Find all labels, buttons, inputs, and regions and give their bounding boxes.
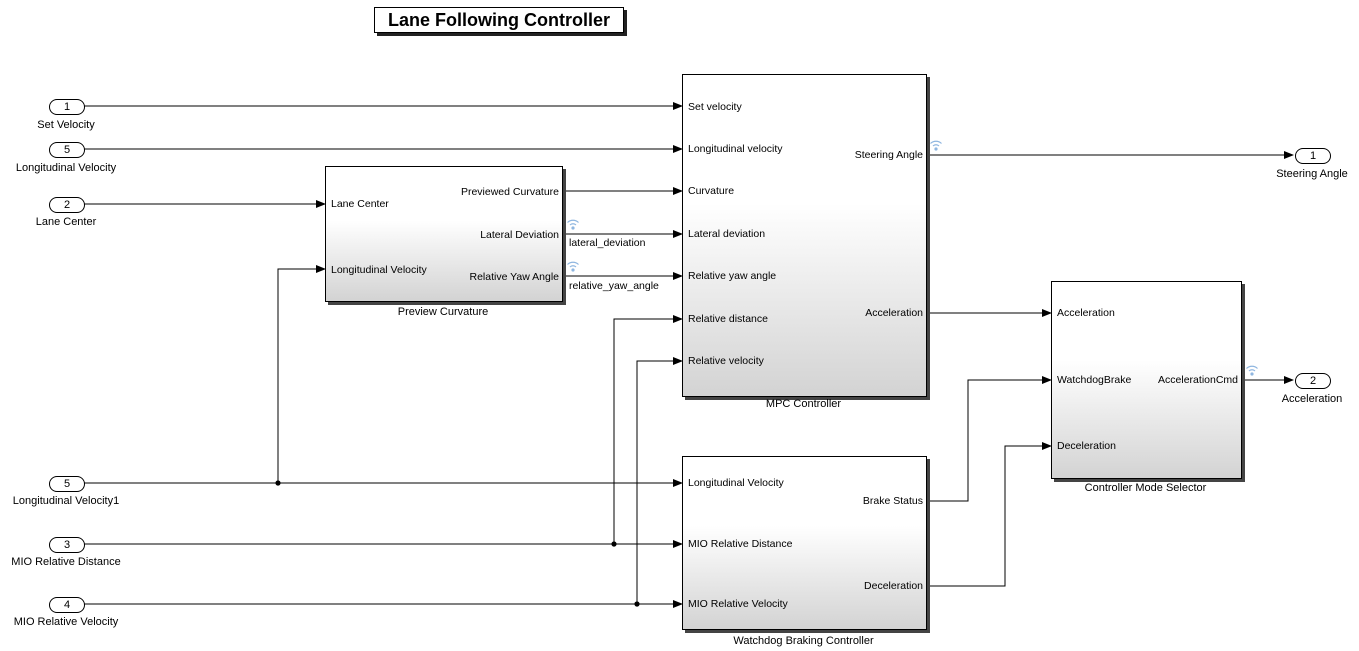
wire-branch-relative-distance[interactable] [613,315,683,544]
port-longitudinal-velocity: Longitudinal velocity [688,143,783,155]
block-name-controller-mode-selector: Controller Mode Selector [1084,482,1207,494]
inport-label: Lane Center [35,216,97,228]
watchdog-braking-controller-block[interactable]: Longitudinal Velocity MIO Relative Dista… [682,456,927,630]
port-deceleration: Deceleration [864,580,923,592]
port-lateral-deviation: Lateral Deviation [480,229,559,241]
wire-branch-to-preview[interactable] [277,265,326,483]
signal-logging-icon[interactable] [930,140,942,151]
inport-longitudinal-velocity[interactable]: 5 [49,142,85,158]
port-curvature: Curvature [688,185,735,197]
inport-label: Set Velocity [37,119,95,131]
wire-deceleration[interactable] [926,442,1052,587]
port-acceleration: Acceleration [1057,307,1115,319]
inport-label: Longitudinal Velocity1 [12,495,120,507]
inport-longitudinal-velocity1[interactable]: 5 [49,476,85,492]
port-relative-yaw-angle: Relative yaw angle [688,270,777,282]
controller-mode-selector-block[interactable]: Acceleration WatchdogBrake Deceleration … [1051,281,1242,479]
signal-logging-icon[interactable] [1246,365,1258,376]
port-longitudinal-velocity: Longitudinal Velocity [688,477,784,489]
signal-logging-icon[interactable] [567,219,579,230]
inport-label: MIO Relative Velocity [13,616,119,628]
inport-mio-relative-velocity[interactable]: 4 [49,597,85,613]
inport-label: Longitudinal Velocity [15,162,117,174]
port-acceleration: Acceleration [865,307,923,319]
branch-dot [634,601,640,607]
outport-label: Steering Angle [1276,168,1348,180]
port-relative-velocity: Relative velocity [688,355,764,367]
inport-label: MIO Relative Distance [11,556,121,568]
branch-dot [275,480,281,486]
block-name-preview-curvature: Preview Curvature [397,306,489,318]
port-lateral-deviation: Lateral deviation [688,228,766,240]
port-mio-relative-distance: MIO Relative Distance [688,538,793,550]
wire-branch-relative-velocity[interactable] [636,357,683,604]
port-mio-relative-velocity: MIO Relative Velocity [688,598,788,610]
port-relative-distance: Relative distance [688,313,768,325]
block-name-watchdog-braking-controller: Watchdog Braking Controller [733,635,874,647]
port-longitudinal-velocity: Longitudinal Velocity [331,264,427,276]
port-brake-status: Brake Status [862,495,923,507]
port-previewed-curvature: Previewed Curvature [460,186,559,198]
port-set-velocity: Set velocity [688,101,742,113]
port-relative-yaw-angle: Relative Yaw Angle [469,271,559,283]
branch-dot [611,541,617,547]
outport-acceleration[interactable]: 2 [1295,373,1331,389]
outport-label: Acceleration [1281,393,1343,405]
diagram-title: Lane Following Controller [374,7,624,33]
port-lane-center: Lane Center [331,198,389,210]
signal-logging-icon[interactable] [567,261,579,272]
preview-curvature-block[interactable]: Lane Center Longitudinal Velocity Previe… [325,166,563,302]
port-acceleration-cmd: AccelerationCmd [1158,374,1238,386]
inport-lane-center[interactable]: 2 [49,197,85,213]
port-deceleration: Deceleration [1057,440,1116,452]
mpc-controller-block[interactable]: Set velocity Longitudinal velocity Curva… [682,74,927,397]
block-name-mpc-controller: MPC Controller [765,398,842,410]
port-watchdog-brake: WatchdogBrake [1057,374,1132,386]
port-steering-angle: Steering Angle [854,149,923,161]
inport-set-velocity[interactable]: 1 [49,99,85,115]
wire-brake-status[interactable] [926,376,1052,502]
outport-steering-angle[interactable]: 1 [1295,148,1331,164]
signal-label-lateral-deviation: lateral_deviation [569,237,646,249]
signal-label-relative-yaw-angle: relative_yaw_angle [569,280,659,292]
inport-mio-relative-distance[interactable]: 3 [49,537,85,553]
